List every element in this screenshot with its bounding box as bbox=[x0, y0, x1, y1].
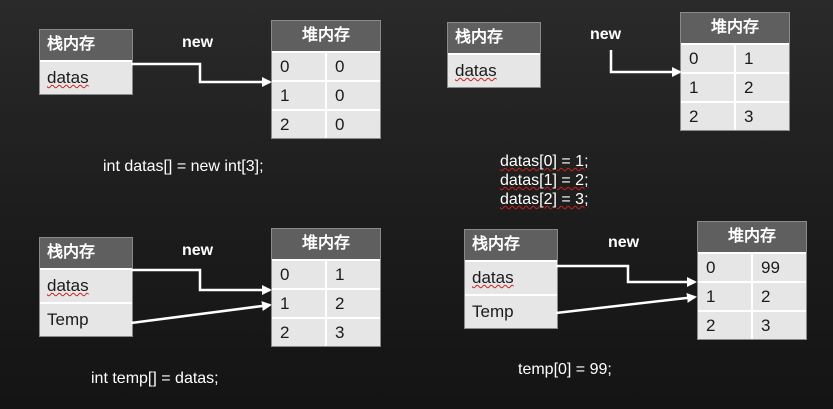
new-label: new bbox=[590, 26, 622, 43]
stack-cell-temp: Temp bbox=[40, 302, 132, 336]
stack-memory-box: 栈内存 datas bbox=[39, 29, 133, 95]
code-line: int temp[] = datas; bbox=[91, 370, 219, 387]
arrow-datas-to-heap-1 bbox=[131, 62, 272, 87]
arrow-temp-to-heap-4 bbox=[555, 292, 697, 315]
arrow-datas-to-heap-3 bbox=[131, 268, 272, 295]
heap-header: 堆内存 bbox=[698, 222, 806, 254]
stack-header: 栈内存 bbox=[465, 230, 557, 262]
code-block: datas[0] = 1; datas[1] = 2; datas[2] = 3… bbox=[500, 152, 589, 209]
heap-header: 堆内存 bbox=[272, 21, 380, 53]
stack-header: 栈内存 bbox=[40, 238, 132, 270]
arrow-temp-to-heap-3 bbox=[130, 301, 272, 325]
code-line: datas[2] = 3; bbox=[500, 191, 589, 208]
new-label: new bbox=[182, 34, 214, 51]
stack-cell-datas: datas bbox=[47, 276, 89, 295]
new-label: new bbox=[182, 242, 214, 259]
code-line: datas[0] = 1; bbox=[500, 153, 589, 170]
stack-cell-datas: datas bbox=[47, 68, 89, 87]
stack-memory-box: 栈内存 datas bbox=[447, 22, 541, 88]
stack-cell-datas: datas bbox=[455, 61, 497, 80]
heap-header: 堆内存 bbox=[272, 229, 380, 261]
arrow-datas-to-heap-2 bbox=[609, 50, 682, 77]
stack-memory-box: 栈内存 datas Temp bbox=[464, 229, 558, 329]
stack-cell-datas: datas bbox=[472, 268, 514, 287]
new-label: new bbox=[608, 234, 640, 251]
stack-header: 栈内存 bbox=[448, 23, 540, 55]
code-line: datas[1] = 2; bbox=[500, 172, 589, 189]
arrow-datas-to-heap-4 bbox=[556, 264, 697, 287]
stack-memory-box: 栈内存 datas Temp bbox=[39, 237, 133, 337]
heap-header: 堆内存 bbox=[681, 13, 789, 45]
stack-cell-temp: Temp bbox=[465, 294, 557, 328]
stack-header: 栈内存 bbox=[40, 30, 132, 62]
code-line: int datas[] = new int[3]; bbox=[103, 158, 264, 175]
code-line: temp[0] = 99; bbox=[518, 361, 612, 378]
